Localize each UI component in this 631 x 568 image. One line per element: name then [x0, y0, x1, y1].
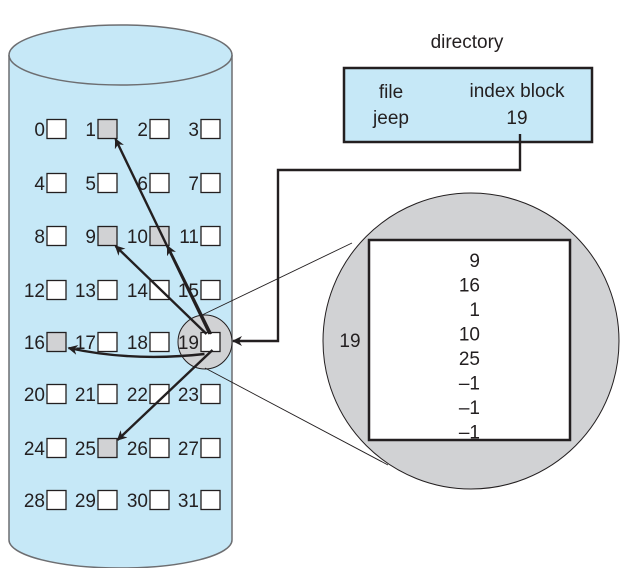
disk-block-22 [149, 383, 170, 405]
disk-block-4 [46, 172, 67, 194]
disk-block-25 [97, 437, 118, 459]
disk-block-label: 0 [34, 120, 45, 141]
index-block-label: 19 [339, 331, 360, 352]
disk-block-18 [149, 331, 170, 353]
disk-block-label: 4 [34, 174, 45, 195]
disk-block-label: 5 [85, 174, 96, 195]
disk-block-label: 27 [178, 439, 199, 460]
disk-block-label: 22 [127, 385, 148, 406]
disk-block-31 [200, 489, 221, 511]
directory-file-name: jeep [372, 108, 409, 129]
pointer-arrow-10 [166, 245, 213, 335]
zoom-line-bottom [204, 367, 389, 466]
disk-block-label: 13 [75, 281, 96, 302]
pointer-arrow-16 [67, 345, 205, 359]
disk-block-label: 17 [75, 333, 96, 354]
disk-block-19 [200, 331, 221, 353]
disk-block-23 [200, 383, 221, 405]
disk-block-0 [46, 118, 67, 140]
disk-block-21 [97, 383, 118, 405]
disk-block-20 [46, 383, 67, 405]
disk-block-label: 18 [127, 333, 148, 354]
disk-block-16 [46, 331, 67, 353]
zoom-line-top [199, 242, 353, 317]
disk-block-label: 3 [188, 120, 199, 141]
disk-block-label: 1 [85, 120, 96, 141]
disk-block-label: 7 [188, 174, 199, 195]
disk-block-5 [97, 172, 118, 194]
disk-block-8 [46, 225, 67, 247]
disk-block-label: 2 [137, 120, 148, 141]
index-entry: –1 [459, 374, 480, 395]
index-entry: –1 [459, 423, 480, 444]
disk-block-label: 28 [24, 491, 45, 512]
disk-block-label: 21 [75, 385, 96, 406]
disk-block-label: 8 [34, 227, 45, 248]
disk-block-label: 16 [24, 333, 45, 354]
disk-block-13 [97, 279, 118, 301]
disk-block-28 [46, 489, 67, 511]
index-block-table [367, 238, 572, 442]
disk-block-11 [200, 225, 221, 247]
disk-block-26 [149, 437, 170, 459]
index-entry: 25 [459, 349, 480, 370]
pointer-arrow-25 [116, 349, 214, 441]
disk-block-label: 9 [85, 227, 96, 248]
disk-block-12 [46, 279, 67, 301]
directory-pointer-arrow [232, 134, 522, 346]
disk-block-17 [97, 331, 118, 353]
disk-block-label: 25 [75, 439, 96, 460]
disk-block-label: 14 [127, 281, 149, 302]
disk-block-9 [97, 225, 118, 247]
disk-block-label: 30 [127, 491, 148, 512]
disk-block-label: 11 [179, 227, 199, 248]
disk-block-label: 6 [137, 174, 148, 195]
disk-block-29 [97, 489, 118, 511]
disk-block-7 [200, 172, 221, 194]
disk-block-3 [200, 118, 221, 140]
pointer-arrow-9 [114, 245, 208, 335]
disk-block-2 [149, 118, 170, 140]
disk-block-15 [200, 279, 221, 301]
disk-block-label: 24 [24, 439, 46, 460]
index-entry: –1 [459, 398, 480, 419]
disk-block-label: 19 [178, 333, 199, 354]
directory-col-index: index block [469, 81, 565, 102]
directory-index-value: 19 [506, 108, 527, 129]
disk-block-label: 10 [127, 227, 148, 248]
disk-block-label: 26 [127, 439, 148, 460]
disk-block-label: 29 [75, 491, 96, 512]
disk-block-label: 12 [24, 281, 45, 302]
disk-block-1 [97, 118, 118, 140]
index-entry: 10 [459, 325, 480, 346]
disk-block-27 [200, 437, 221, 459]
disk-block-label: 31 [178, 491, 199, 512]
disk-block-label: 20 [24, 385, 45, 406]
index-entry: 1 [469, 300, 480, 321]
disk-block-label: 23 [178, 385, 199, 406]
index-entry: 9 [469, 251, 480, 272]
directory-title: directory [431, 32, 504, 53]
disk-block-30 [149, 489, 170, 511]
directory-table [342, 66, 594, 144]
directory-col-file: file [379, 82, 403, 103]
disk-block-6 [149, 172, 170, 194]
disk-block-24 [46, 437, 67, 459]
index-entry: 16 [459, 276, 480, 297]
